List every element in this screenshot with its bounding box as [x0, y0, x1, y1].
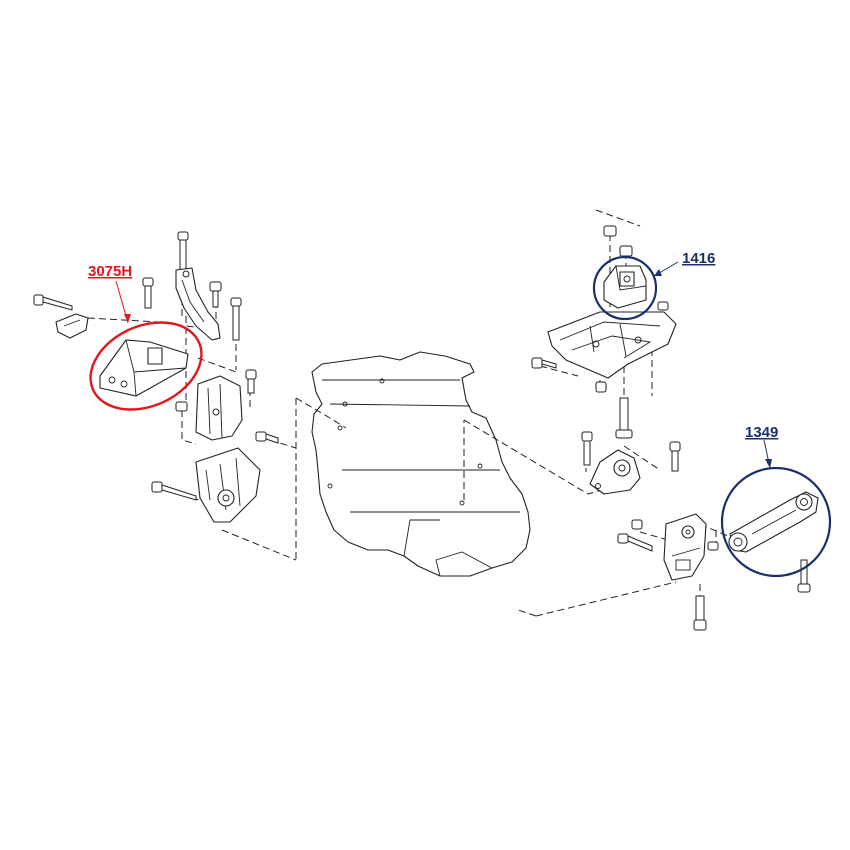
bolt [657, 301, 669, 311]
nut [707, 541, 719, 551]
mount-3075h [99, 339, 189, 397]
bolt [595, 381, 607, 393]
lower-mount-bracket [195, 447, 261, 523]
bolt [669, 441, 681, 472]
bolt [617, 533, 653, 552]
callout-label-3075h: 3075H [88, 263, 132, 280]
bolt [245, 369, 257, 394]
bolt [151, 481, 197, 501]
nut [603, 225, 617, 237]
callout-3075h: 3075H [88, 263, 203, 411]
mount-1349 [728, 491, 819, 593]
callout-1416: 1416 [592, 250, 715, 321]
bolt [531, 357, 557, 369]
callout-1349: 1349 [720, 424, 832, 578]
engine-block [311, 351, 531, 577]
mount-1416 [603, 265, 647, 309]
torque-rod-bracket [663, 513, 707, 581]
bolt [255, 431, 279, 444]
side-bracket [195, 375, 243, 441]
bolt [230, 297, 242, 341]
bolt [209, 281, 222, 308]
curved-bracket [175, 267, 221, 341]
right-upper-mount-group [531, 225, 681, 495]
bolt [175, 401, 188, 412]
bolt [693, 595, 707, 631]
tray-bracket [547, 311, 677, 379]
stud [615, 397, 633, 439]
nut [619, 245, 633, 257]
right-lower-mount-group [617, 491, 819, 631]
callout-label-1416: 1416 [682, 250, 715, 267]
left-mount-group [33, 231, 279, 523]
clip-bracket [55, 313, 89, 339]
bolt [631, 519, 643, 530]
bolt [142, 277, 154, 309]
bolt [177, 231, 189, 271]
callout-label-1349: 1349 [745, 424, 778, 441]
bolt [33, 294, 73, 311]
bolt [581, 431, 593, 466]
